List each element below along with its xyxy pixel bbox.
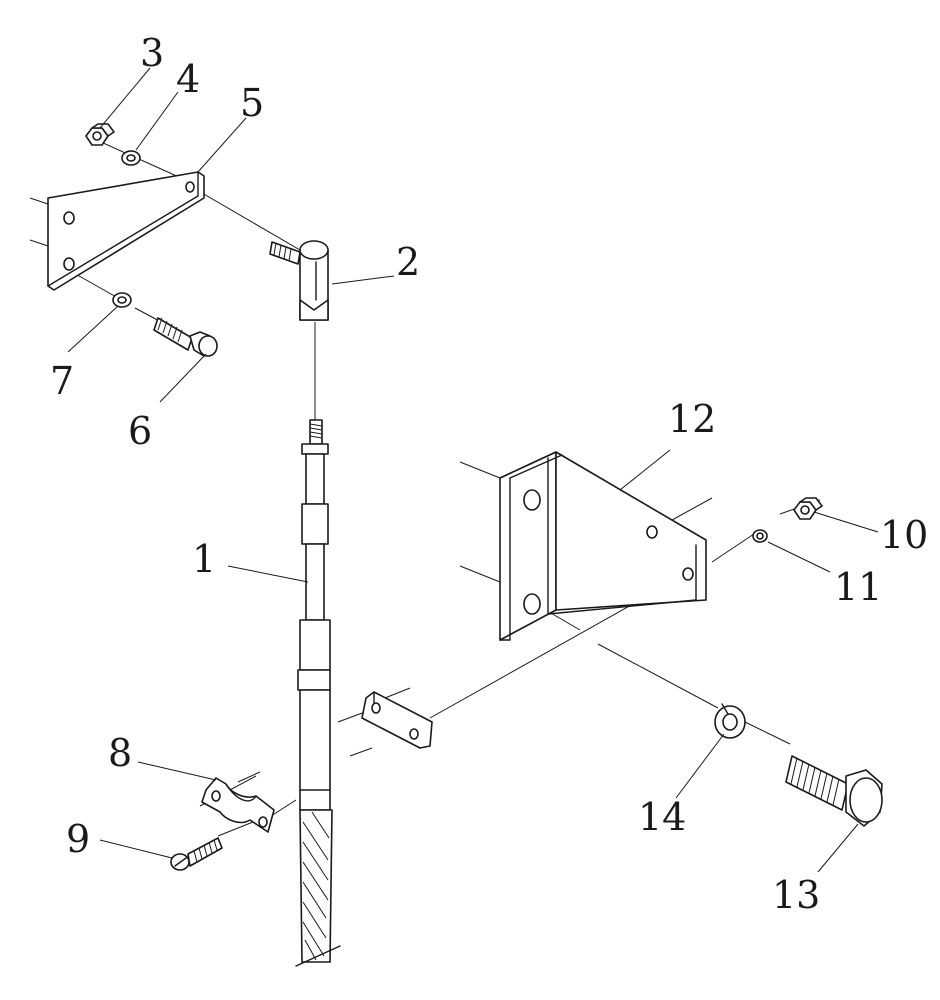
- callout-7: 7: [50, 359, 74, 403]
- lock-washer-14: [714, 703, 746, 739]
- callout-2: 2: [396, 240, 420, 284]
- callout-9: 9: [66, 817, 90, 861]
- callout-8: 8: [108, 731, 132, 775]
- hex-nut-10: [793, 497, 823, 520]
- angle-bracket-12: [499, 451, 707, 641]
- bracket-plate-5: [47, 171, 205, 291]
- callout-14: 14: [638, 795, 686, 839]
- callout-6: 6: [128, 409, 152, 453]
- callout-12: 12: [668, 397, 716, 441]
- washer-4: [121, 150, 141, 166]
- callout-13: 13: [772, 873, 820, 917]
- washer-11: [752, 529, 768, 543]
- callout-5: 5: [240, 81, 264, 125]
- cable-end-fitting-2: [269, 240, 329, 321]
- link-plate: [361, 691, 433, 749]
- callout-labels: 1 2 3 4 5 6 7 8 9 10 11 12 13 14: [50, 31, 928, 917]
- callout-11: 11: [834, 565, 882, 609]
- callout-3: 3: [140, 31, 164, 75]
- screw-9: [170, 837, 223, 871]
- leader-lines: [67, 67, 879, 873]
- callout-4: 4: [176, 57, 200, 101]
- control-cable-1: [295, 419, 341, 967]
- cable-clamp-8: [201, 777, 275, 833]
- washer-7: [112, 292, 132, 308]
- callout-1: 1: [192, 537, 216, 581]
- callout-10: 10: [880, 513, 928, 557]
- hex-bolt-6: [153, 317, 218, 357]
- hex-nut-3: [85, 123, 115, 146]
- hex-bolt-13: [785, 755, 883, 827]
